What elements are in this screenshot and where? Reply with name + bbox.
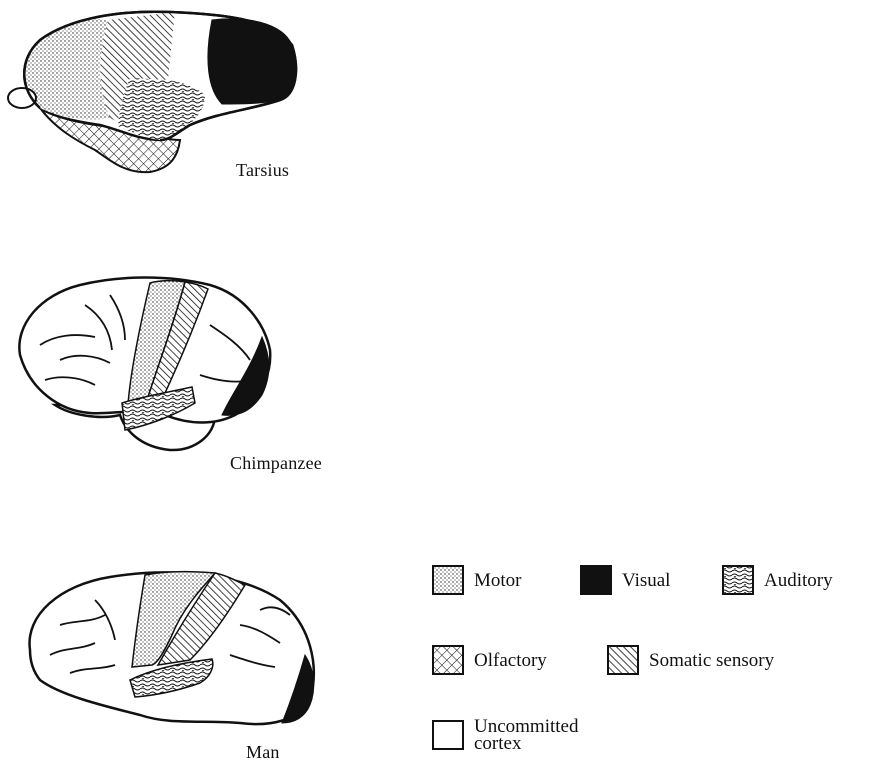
uncommitted-swatch-icon (432, 720, 464, 750)
legend-item-olfactory: Olfactory (432, 645, 547, 675)
auditory-swatch-icon (722, 565, 754, 595)
legend-item-visual: Visual (580, 565, 670, 595)
legend-item-somatic-sensory: Somatic sensory (607, 645, 774, 675)
legend-label-motor: Motor (474, 571, 522, 590)
somatic-sensory-swatch-icon (607, 645, 639, 675)
chimpanzee-brain (0, 265, 300, 465)
legend-item-uncommitted: Uncommitted cortex (432, 718, 614, 752)
legend-label-visual: Visual (622, 571, 670, 590)
tarsius-auditory-region (118, 78, 205, 140)
man-brain (0, 555, 340, 740)
motor-swatch-icon (432, 565, 464, 595)
tarsius-caption: Tarsius (236, 160, 289, 181)
legend-label-uncommitted: Uncommitted cortex (474, 718, 614, 752)
legend-item-auditory: Auditory (722, 565, 833, 595)
legend-label-auditory: Auditory (764, 571, 833, 590)
man-caption: Man (246, 742, 280, 763)
legend-item-motor: Motor (432, 565, 522, 595)
tarsius-motor-region (26, 18, 110, 120)
visual-swatch-icon (580, 565, 612, 595)
legend-label-olfactory: Olfactory (474, 651, 547, 670)
olfactory-swatch-icon (432, 645, 464, 675)
tarsius-visual-region (208, 19, 296, 104)
chimpanzee-caption: Chimpanzee (230, 453, 322, 474)
legend-label-somatic-sensory: Somatic sensory (649, 651, 774, 670)
